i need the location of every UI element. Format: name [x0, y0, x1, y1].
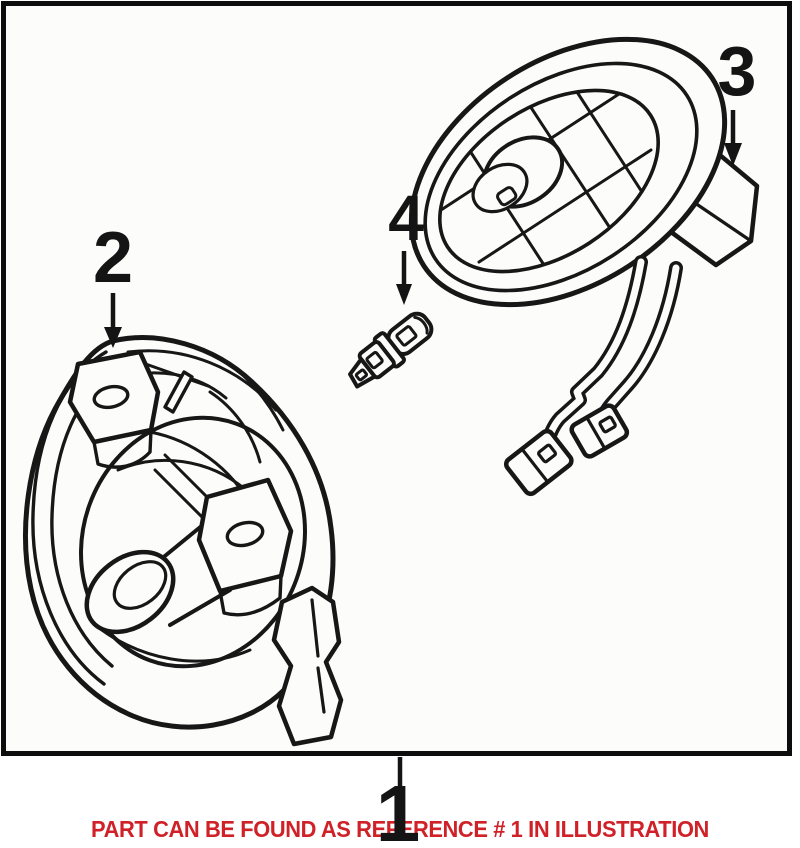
callout-label-3: 3 — [717, 32, 757, 110]
fog-lamp-housing-rear-view — [23, 335, 344, 747]
wire-connector-left — [503, 428, 574, 497]
callout-arrow-4 — [396, 251, 412, 305]
center-mounting-bracket — [196, 477, 294, 617]
bulb-socket-cylinder — [84, 513, 232, 635]
callout-label-2: 2 — [92, 218, 134, 298]
adjuster-pin — [163, 370, 194, 414]
callout-label-4: 4 — [388, 182, 424, 254]
bulb-drawing — [348, 311, 434, 389]
upper-mounting-bracket — [67, 349, 161, 469]
lower-mounting-tab — [271, 585, 344, 747]
reference-note: PART CAN BE FOUND AS REFERENCE # 1 IN IL… — [91, 816, 709, 842]
bulb-holder — [471, 135, 565, 214]
callout-arrow-2 — [104, 293, 122, 348]
callout-label-1: 1 — [375, 769, 421, 848]
fog-lamp-front-view — [408, 36, 760, 497]
callout-arrow-3 — [724, 110, 742, 166]
wire-connector-right — [569, 403, 630, 459]
